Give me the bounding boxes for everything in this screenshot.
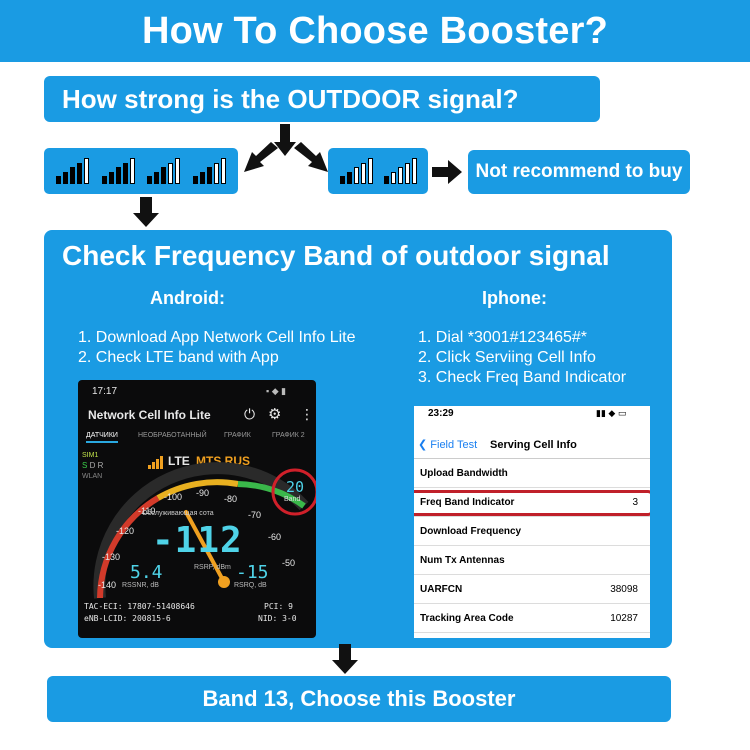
header-banner: How To Choose Booster? <box>0 0 750 62</box>
gauge-tick: -100 <box>164 492 183 502</box>
back-button[interactable]: ❮ Field Test <box>418 438 477 451</box>
arrow-down-left-icon <box>244 142 278 172</box>
panel-title: Check Frequency Band of outdoor signal <box>62 240 610 271</box>
android-step-1: 1. Download App Network Cell Info Lite <box>78 329 356 346</box>
arrow-right-icon <box>432 160 462 184</box>
iphone-time: 23:29 <box>428 408 454 419</box>
list-item[interactable]: Upload Bandwidth <box>414 460 650 488</box>
sim-label: SIM1 <box>82 452 99 459</box>
list-item-label: Num Tx Antennas <box>420 555 505 566</box>
iphone-label: Iphone: <box>482 288 547 308</box>
signal-gauge <box>93 462 316 599</box>
gauge-caption: Обслуживающая сота <box>142 510 214 517</box>
android-screenshot: 17:17 ▪ ◆ ▮ Network Cell Info Lite ⏻ ⚙ ⋮… <box>78 380 316 638</box>
signal-bars-icon <box>101 158 135 184</box>
strong-signal-box <box>44 148 238 194</box>
arrow-down-right-icon <box>294 142 328 172</box>
list-item-label: Tracking Area Code <box>420 613 514 624</box>
back-label: Field Test <box>430 439 478 451</box>
wlan-label: WLAN <box>82 473 103 480</box>
gauge-tick: -90 <box>196 488 210 498</box>
rsrq-value: -15 <box>236 562 269 583</box>
pci: PCI: 9 <box>264 602 293 611</box>
rsrp-value: -112 <box>152 520 243 561</box>
signal-question-text: How strong is the OUTDOOR signal? <box>62 83 519 114</box>
list-item-label: Freq Band Indicator <box>420 497 515 508</box>
nid: NID: 3-0 <box>258 614 297 623</box>
arrow-down-icon <box>332 644 358 674</box>
signal-bars-icon <box>192 158 226 184</box>
list-item-value: 3 <box>632 497 638 508</box>
android-steps: 1. Download App Network Cell Info Lite 2… <box>78 328 355 368</box>
android-label: Android: <box>150 288 225 308</box>
tab-graph-2[interactable]: ГРАФИК 2 <box>272 432 305 439</box>
list-item-label: Upload Bandwidth <box>420 468 508 479</box>
signal-question-banner: How strong is the OUTDOOR signal? <box>44 76 600 122</box>
iphone-step-2: 2. Click Serviing Cell Info <box>418 349 596 366</box>
list-item[interactable]: Download Frequency <box>414 518 650 546</box>
iphone-screen-title: Serving Cell Info <box>490 439 577 451</box>
gauge-tick: -60 <box>268 532 282 542</box>
rssnr-label: RSSNR, dB <box>122 582 159 589</box>
choose-booster-text: Band 13, Choose this Booster <box>202 686 516 711</box>
rsrp-label: RSRP, dBm <box>194 564 231 571</box>
iphone-screenshot: 23:29 ▮▮ ◆ ▭ ❮ Field Test Serving Cell I… <box>414 406 650 638</box>
more-icon[interactable]: ⋮ <box>300 406 314 422</box>
rssnr-value: 5.4 <box>130 562 163 583</box>
list-item[interactable]: UARFCN 38098 <box>414 576 650 604</box>
sdr-indicator: S D R <box>82 461 104 470</box>
list-item-value: 38098 <box>610 584 638 595</box>
signal-bars-icon <box>147 158 181 184</box>
gauge-tick: -110 <box>138 506 156 516</box>
signal-bars-icon <box>56 158 90 184</box>
lte-signal-icon <box>148 456 163 469</box>
list-item[interactable]: Num Tx Antennas <box>414 547 650 575</box>
android-time: 17:17 <box>92 386 118 397</box>
chevron-left-icon: ❮ <box>418 439 428 451</box>
android-app-title: Network Cell Info Lite <box>88 408 211 422</box>
arrow-down-icon <box>274 124 296 156</box>
not-recommend-text: Not recommend to buy <box>475 161 683 182</box>
gauge-tick: -80 <box>224 494 238 504</box>
rsrq-label: RSRQ, dB <box>234 582 267 589</box>
page-title: How To Choose Booster? <box>141 9 609 52</box>
power-icon[interactable]: ⏻ <box>244 406 256 422</box>
band-number: 20 <box>286 478 305 496</box>
gauge-tick: -130 <box>102 552 121 562</box>
signal-bars-icon <box>339 158 373 184</box>
list-item-value: 10287 <box>610 613 638 624</box>
freq-band-highlight <box>414 490 650 516</box>
status-icons: ▪ ◆ ▮ <box>266 386 287 396</box>
iphone-steps: 1. Dial *3001#123465#* 2. Click Serviing… <box>418 328 626 388</box>
gauge-tick: -50 <box>282 558 296 568</box>
gauge-tick: -140 <box>98 580 117 590</box>
android-step-2: 2. Check LTE band with App <box>78 349 279 366</box>
frequency-band-panel: Check Frequency Band of outdoor signal A… <box>44 230 672 648</box>
list-item-label: UARFCN <box>420 584 463 595</box>
tac-eci: TAC-ECI: 17807-51408646 <box>84 602 195 611</box>
iphone-step-1: 1. Dial *3001#123465#* <box>418 329 588 346</box>
iphone-step-3: 3. Check Freq Band Indicator <box>418 369 627 386</box>
iphone-status-icons: ▮▮ ◆ ▭ <box>596 408 627 418</box>
not-recommend-badge: Not recommend to buy <box>468 150 690 194</box>
list-item[interactable]: Freq Band Indicator 3 <box>414 489 650 517</box>
gear-icon[interactable]: ⚙ <box>268 406 282 423</box>
weak-signal-box <box>328 148 428 194</box>
enb-lcid: eNB-LCID: 200815-6 <box>84 614 171 623</box>
list-item[interactable]: Tracking Area Code 10287 <box>414 605 650 633</box>
choose-booster-banner: Band 13, Choose this Booster <box>47 676 671 722</box>
gauge-tick: -70 <box>248 510 262 520</box>
list-item-label: Download Frequency <box>420 526 522 537</box>
signal-bars-icon <box>383 158 417 184</box>
tab-raw[interactable]: НЕОБРАБОТАННЫЙ <box>138 432 207 439</box>
gauge-tick: -120 <box>116 526 135 536</box>
band-label: Band <box>284 496 301 503</box>
tab-sensors[interactable]: ДАТЧИКИ <box>86 432 118 443</box>
arrow-down-icon <box>133 197 159 227</box>
tab-graph[interactable]: ГРАФИК <box>224 432 251 439</box>
nav-divider <box>414 458 650 459</box>
network-type: LTE <box>168 454 190 468</box>
